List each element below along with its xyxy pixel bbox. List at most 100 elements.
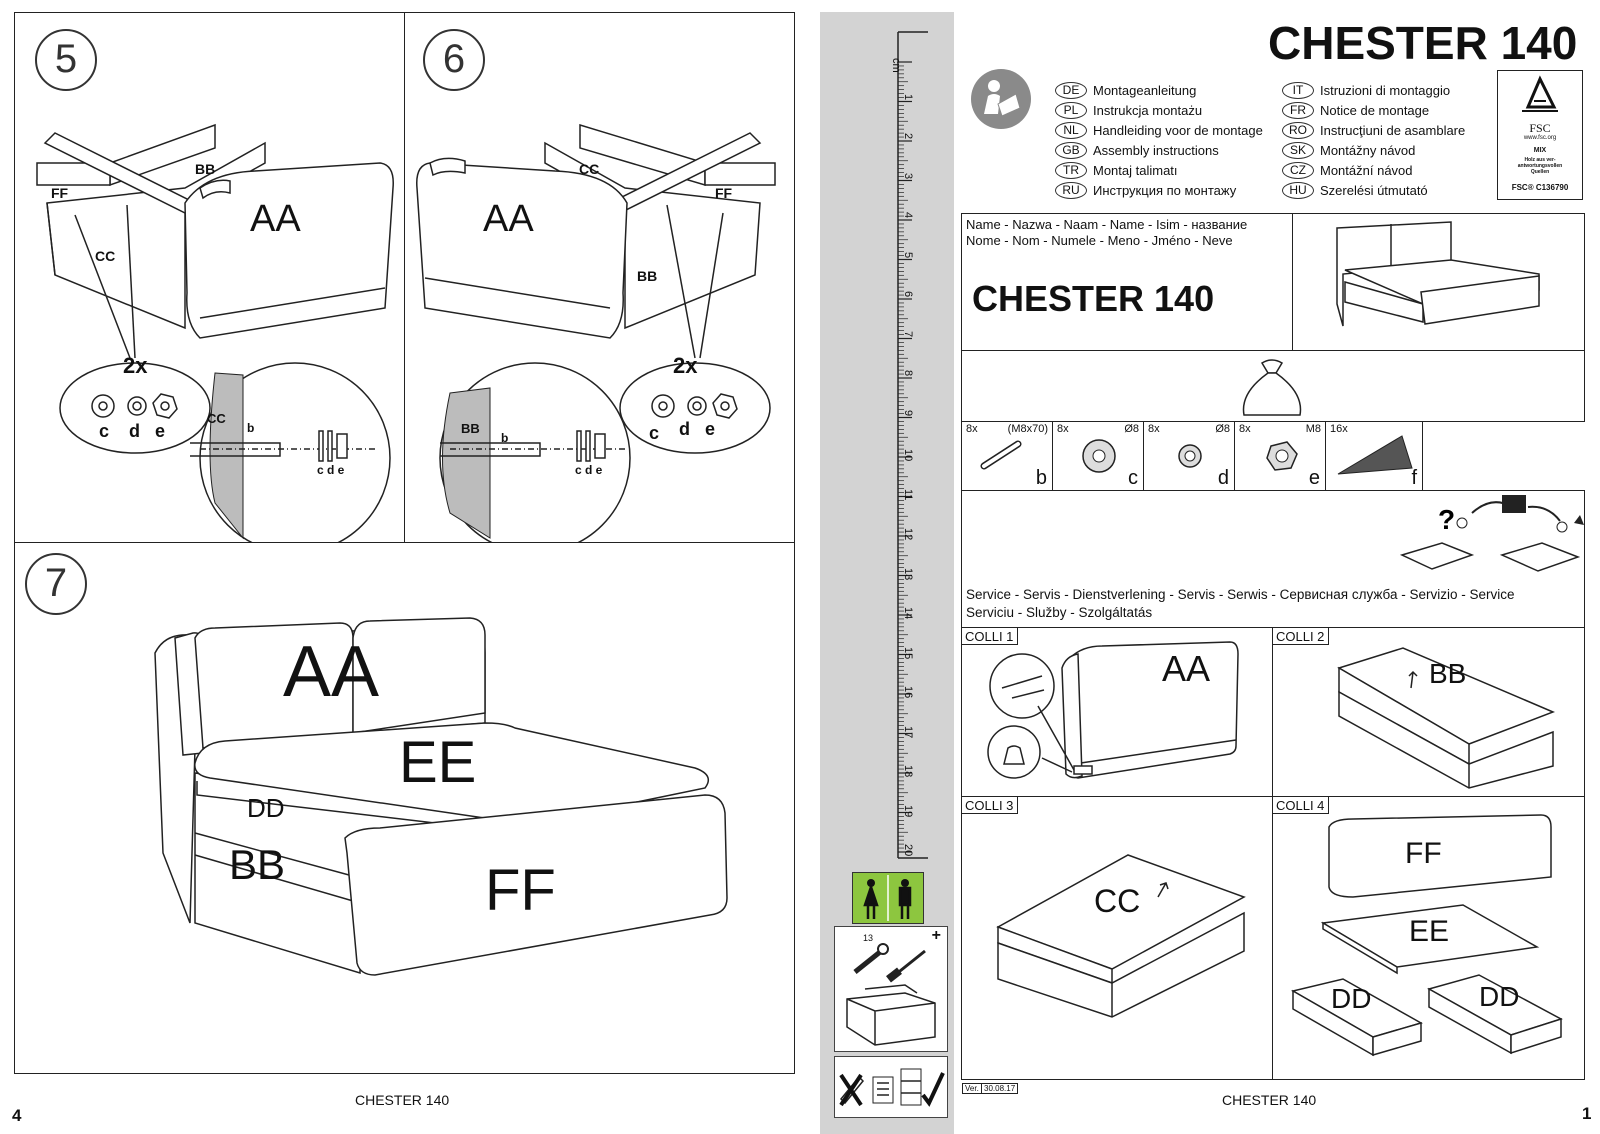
colli-4-label-ff: FF <box>1405 837 1442 870</box>
language-item-tr: TR Montaj talimatı <box>1055 160 1178 180</box>
hardware-qty: 8x <box>1057 423 1069 435</box>
language-item-gb: GB Assembly instructions <box>1055 140 1219 160</box>
step-5-detail-parts: c d e <box>317 463 345 477</box>
step-7-label-ee: EE <box>399 730 477 795</box>
service-line2: Serviciu - Služby - Szolgáltatás <box>966 605 1153 620</box>
ruler-tick-label: 17 <box>902 725 914 738</box>
step-5-number: 5 <box>35 29 97 91</box>
language-item-pl: PL Instrukcja montażu <box>1055 100 1202 120</box>
step-6-number: 6 <box>423 29 485 91</box>
step-6-panel: 6 CC FF BB AA 2x c d e BB b c d e <box>404 12 795 554</box>
step-5-detail-board: CC <box>207 411 226 426</box>
hardware-letter: d <box>1217 467 1229 489</box>
language-code: RU <box>1055 181 1087 199</box>
language-code: CZ <box>1282 161 1314 179</box>
language-code: FR <box>1282 101 1314 119</box>
colli-4-label-dd-1: DD <box>1331 983 1372 1014</box>
bag-icon <box>1242 359 1302 416</box>
step-6-part-d: d <box>679 419 690 439</box>
tools-box: 13 + <box>834 926 948 1052</box>
step-5-panel: 5 FF BB CC AA 2x c d e CC <box>14 12 405 554</box>
language-label: Assembly instructions <box>1093 142 1219 158</box>
screwdriver-plus-sign: + <box>931 927 941 944</box>
fsc-tree-icon <box>1522 75 1558 112</box>
step-7-label-aa: AA <box>283 632 380 712</box>
step-5-count: 2x <box>123 353 148 378</box>
version-date: 30.08.17 <box>981 1084 1016 1093</box>
language-code: SK <box>1282 141 1314 159</box>
ruler-tick-label: 3 <box>902 172 914 179</box>
product-image-cell <box>1292 213 1585 351</box>
language-item-sk: SK Montážny návod <box>1282 140 1415 160</box>
ruler-tick-label: 20 <box>902 844 914 857</box>
tool-count: 13 <box>863 933 874 943</box>
left-page-number: 4 <box>12 1106 22 1125</box>
step-5-label-cc: CC <box>95 248 116 264</box>
language-code: GB <box>1055 141 1087 159</box>
colli-1-cell: COLLI 1 AA <box>961 627 1273 797</box>
ruler-tick-label: 1 <box>902 93 914 100</box>
step-5-label-aa: AA <box>250 198 301 240</box>
hardware-c-icon <box>1082 439 1116 473</box>
language-label: Montaj talimatı <box>1093 162 1178 178</box>
hardware-letter: f <box>1411 467 1417 489</box>
step-7-label-ff: FF <box>485 858 556 923</box>
fsc-code: FSC® C136790 <box>1511 183 1569 192</box>
wrench-icon <box>846 943 936 1046</box>
step-7-drawing <box>154 617 728 976</box>
language-code: TR <box>1055 161 1087 179</box>
fsc-description: Holz aus ver- antwortungsvollen Quellen <box>1517 157 1563 175</box>
hardware-qty: 8x <box>966 423 978 435</box>
colli-3-label: CC <box>1094 883 1141 919</box>
step-5-part-e: e <box>155 421 166 441</box>
step-6-label-ff: FF <box>715 185 733 201</box>
ruler-tick-label: 7 <box>902 330 914 337</box>
ruler-tick-label: 2 <box>902 133 914 140</box>
ruler-tick-label: 9 <box>902 409 914 416</box>
step-5-label-bb: BB <box>195 161 216 177</box>
left-page-footer: CHESTER 140 <box>355 1092 450 1108</box>
ruler-tick-label: 15 <box>902 646 914 659</box>
step-5-part-c: c <box>99 421 110 441</box>
ruler-tick-label: 6 <box>902 291 914 298</box>
language-label: Instrukcja montażu <box>1093 102 1203 118</box>
hardware-spec: Ø8 <box>1215 423 1230 435</box>
language-label: Istruzioni di montaggio <box>1320 82 1451 98</box>
step-7-label-bb: BB <box>229 841 286 888</box>
right-page-number: 1 <box>1582 1104 1592 1123</box>
service-illustration: ? <box>1399 495 1584 572</box>
colli-2-drawing <box>1337 647 1556 789</box>
step-5-part-d: d <box>129 421 140 441</box>
fsc-mix: MIX <box>1533 147 1547 154</box>
service-cell: ? Service - Servis - Dienstverlening - S… <box>961 490 1585 628</box>
colli-4-drawing <box>1290 814 1563 1057</box>
step-7-label-dd: DD <box>247 793 285 823</box>
language-code: HU <box>1282 181 1314 199</box>
read-manual-icon <box>971 69 1031 129</box>
paper-recycle-icon <box>839 1068 945 1107</box>
ruler-unit: cm <box>890 58 902 73</box>
name-cell: Name - Nazwa - Naam - Name - Isim - назв… <box>961 213 1293 351</box>
hardware-f-icon <box>1337 435 1413 475</box>
step-6-detail-board: BB <box>461 421 480 436</box>
ruler-tick-label: 13 <box>902 567 914 580</box>
step-6-detail-bolt: b <box>501 431 509 445</box>
hardware-item-b: 8x(M8x70)b <box>961 421 1053 491</box>
colli-2-cell: COLLI 2 BB <box>1272 627 1585 797</box>
svg-text:?: ? <box>1438 504 1455 535</box>
name-label-line1: Name - Nazwa - Naam - Name - Isim - назв… <box>966 217 1248 232</box>
language-label: Montážny návod <box>1320 142 1416 158</box>
language-item-cz: CZ Montážní návod <box>1282 160 1413 180</box>
language-label: Montageanleitung <box>1093 82 1197 98</box>
language-label: Montážní návod <box>1320 162 1413 178</box>
language-code: PL <box>1055 101 1087 119</box>
